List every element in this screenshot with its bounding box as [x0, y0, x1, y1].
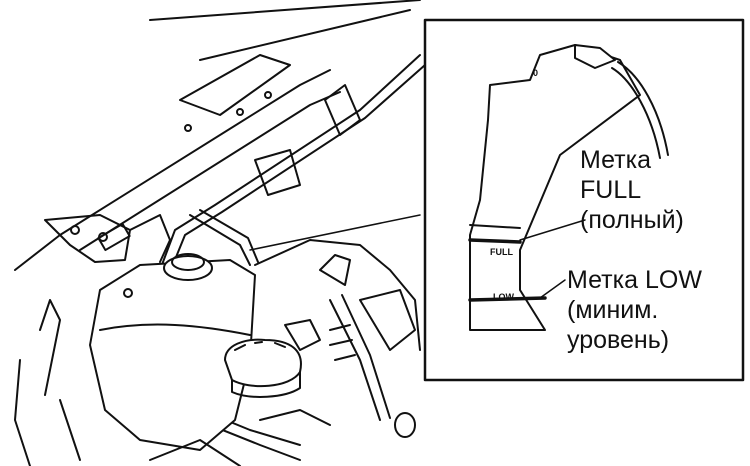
cap-mark-text: 0 [533, 68, 538, 78]
full-leader-line [519, 219, 586, 241]
low-callout-line3: уровень) [567, 326, 670, 354]
radiator-bracket [44, 84, 361, 263]
engine-assembly [14, 239, 421, 466]
low-callout-line2: (миним. [567, 296, 659, 324]
full-callout-line1: Метка [580, 146, 652, 174]
inset-reservoir [468, 44, 669, 331]
full-callout-line2: FULL [580, 176, 642, 204]
low-leader-line [539, 279, 566, 299]
inset-leader-line [249, 214, 421, 251]
low-mark-callout: Метка LOW (миним. уровень) [567, 265, 702, 355]
low-callout-line1: Метка LOW [567, 266, 702, 294]
radiator-cap [224, 338, 302, 398]
low-mark-text: LOW [493, 292, 514, 302]
full-callout-line3: (полный) [580, 206, 684, 234]
full-mark-text: FULL [490, 247, 513, 257]
coolant-reservoir [89, 253, 256, 451]
full-mark-callout: Метка FULL (полный) [580, 145, 684, 235]
hood-panel [14, 0, 421, 271]
